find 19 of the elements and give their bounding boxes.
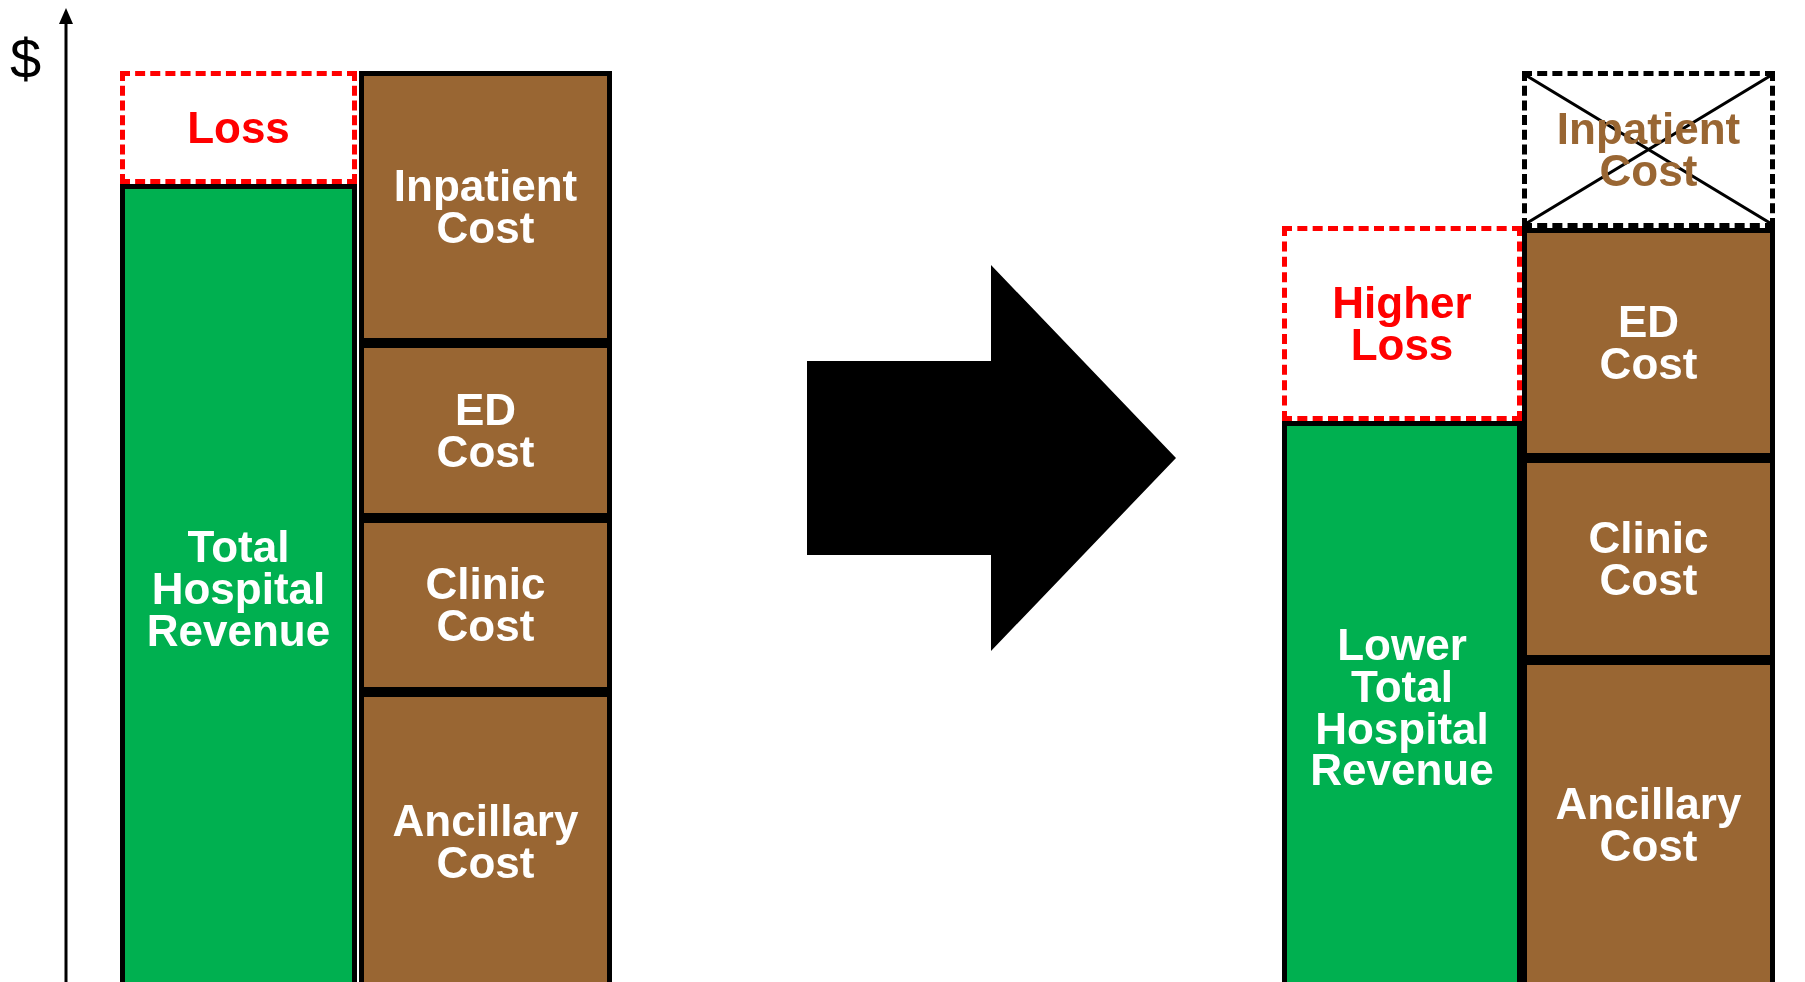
box-label: Loss — [187, 106, 290, 149]
box-label: Ancillary Cost — [392, 800, 579, 884]
box-label: Lower Total Hospital Revenue — [1310, 623, 1494, 792]
cost-bar — [359, 692, 612, 982]
box-label: ED Cost — [436, 388, 535, 473]
block-arrow — [807, 265, 1176, 651]
revenue-bar — [1282, 421, 1522, 982]
box-label: ED Cost — [1599, 301, 1698, 385]
axis-label: $ — [10, 26, 42, 91]
revenue-bar — [120, 184, 357, 982]
box-label: Total Hospital Revenue — [146, 526, 331, 652]
cost-bar — [359, 71, 612, 343]
box-label: Ancillary Cost — [1555, 783, 1742, 867]
box-label: Inpatient Cost — [393, 165, 578, 249]
loss-box — [1282, 226, 1522, 421]
box-label: Higher Loss — [1332, 281, 1472, 366]
box-label: Clinic Cost — [425, 563, 546, 647]
loss-box — [120, 71, 357, 184]
box-label: Clinic Cost — [1588, 517, 1709, 601]
